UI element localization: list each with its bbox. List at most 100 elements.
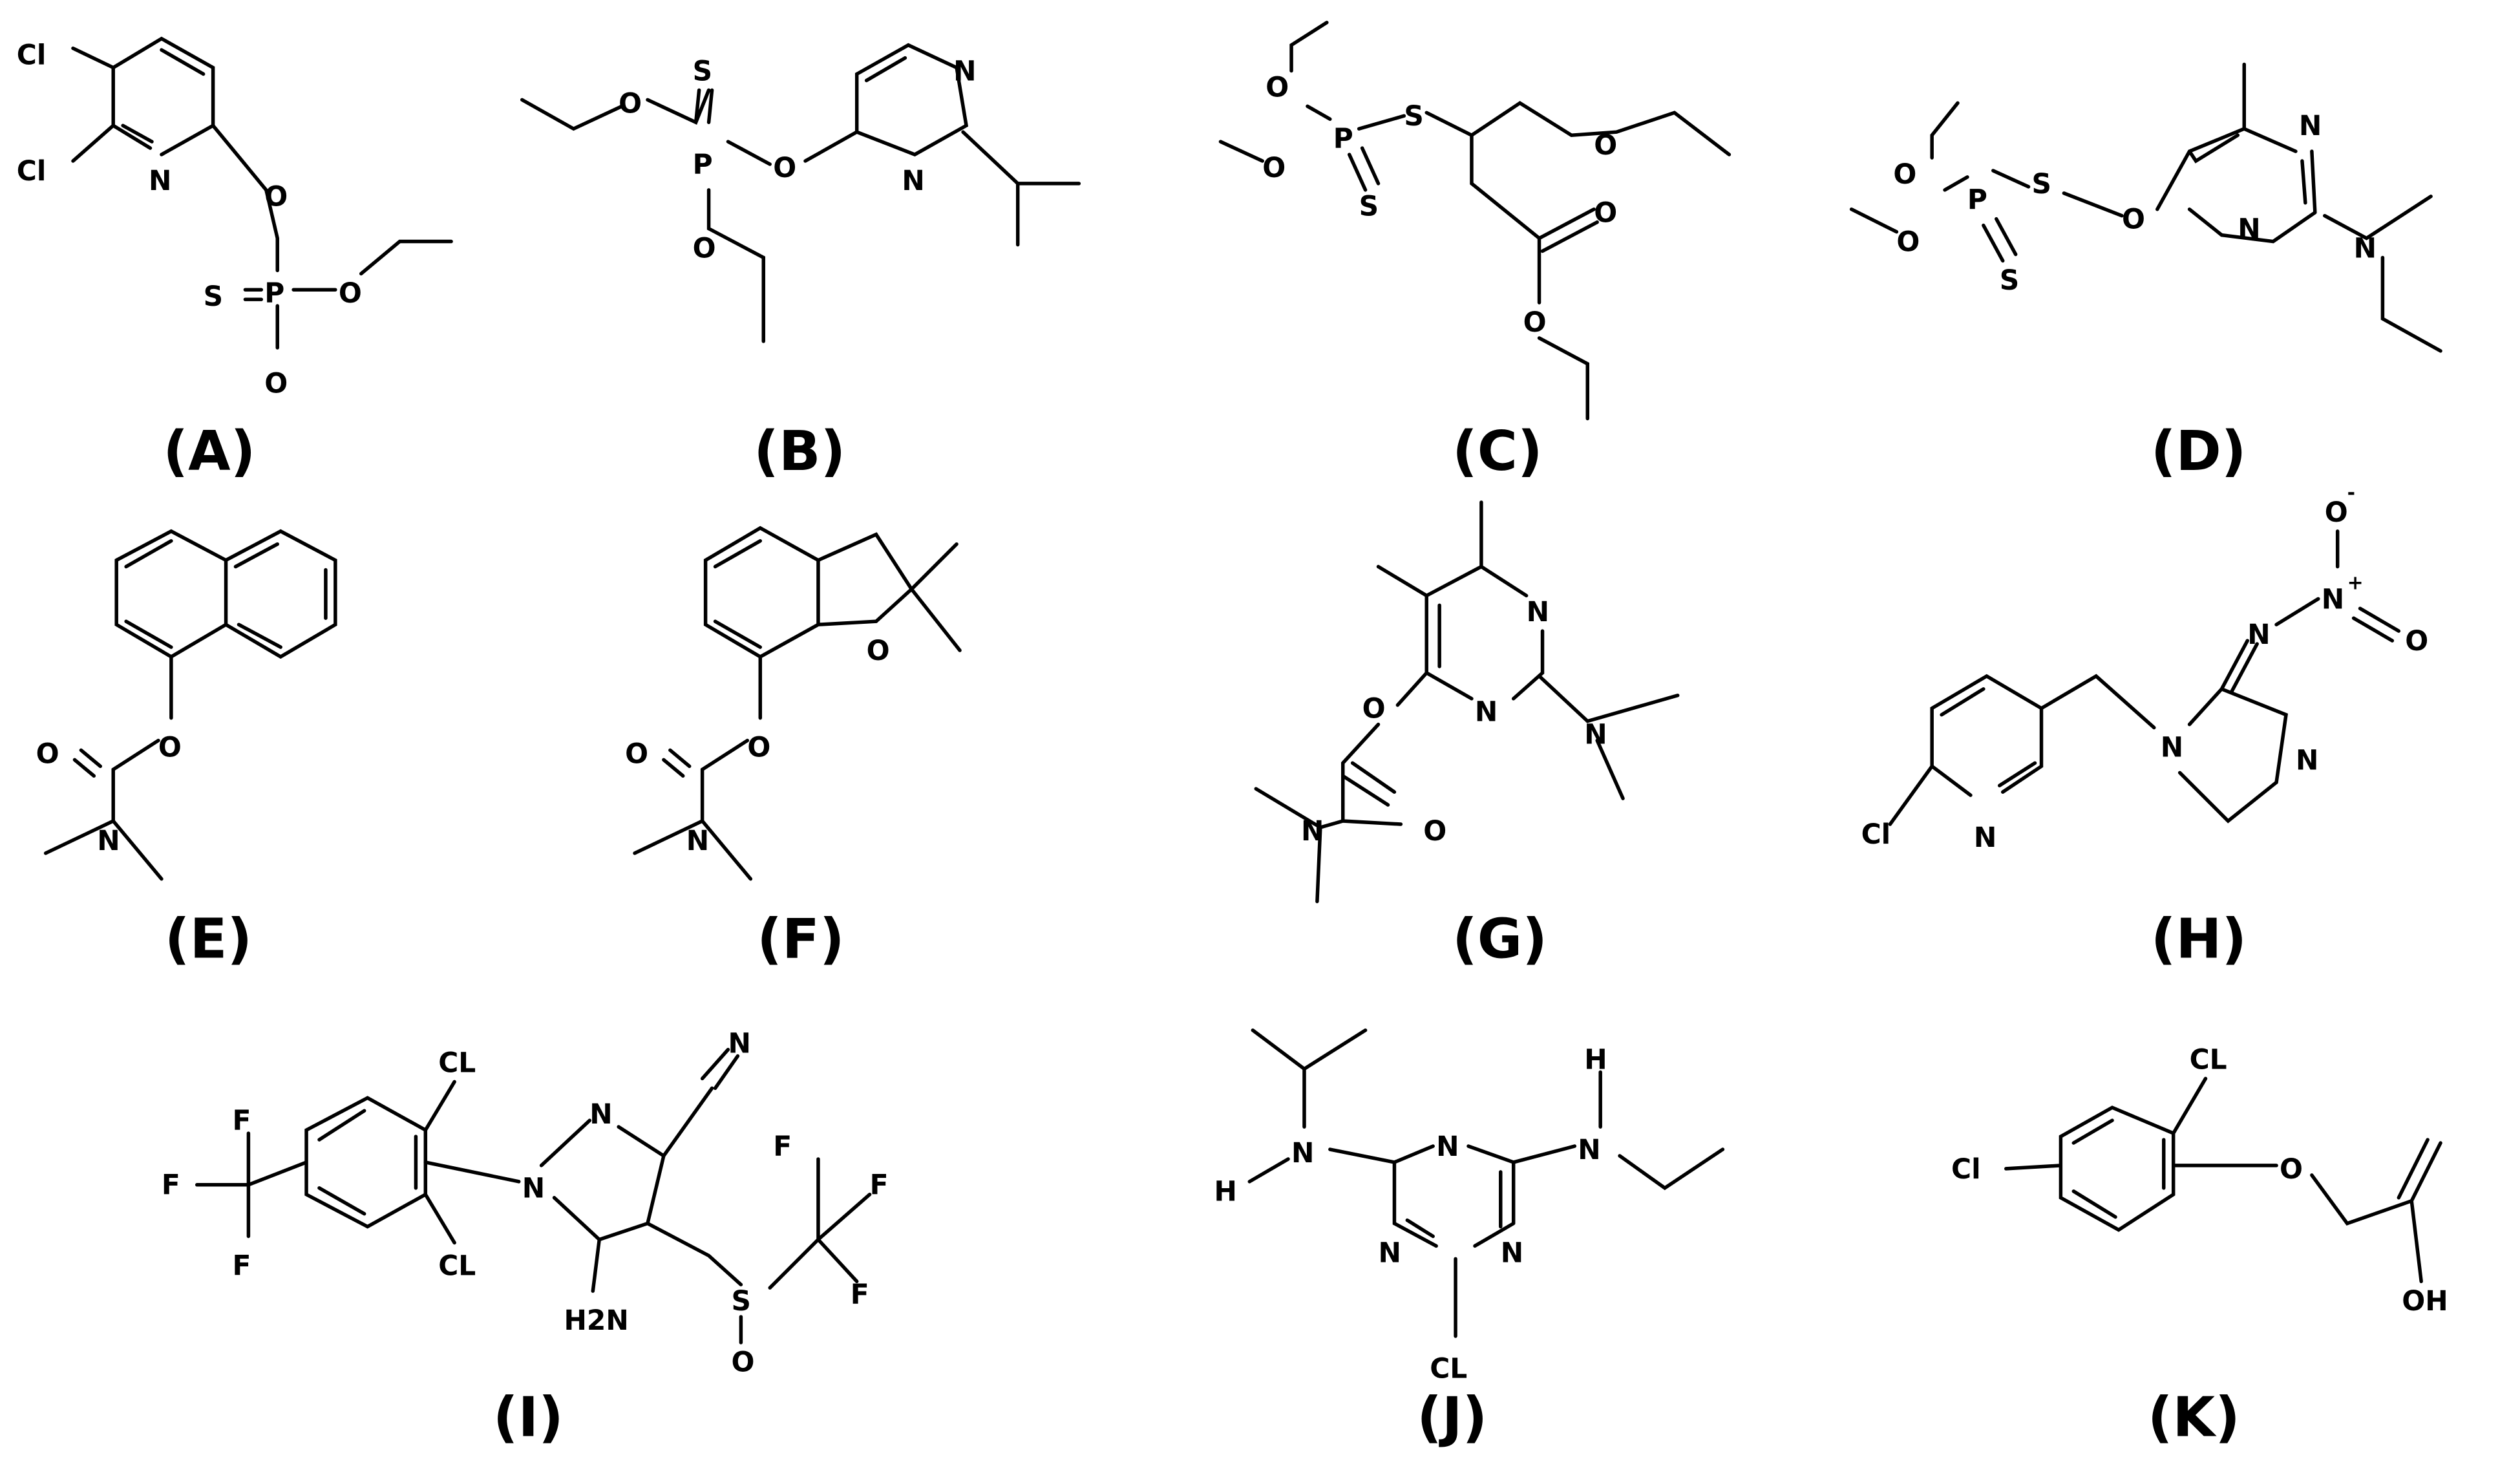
atom-n: N	[2238, 213, 2260, 245]
panel-label-k: (K)	[2148, 1385, 2240, 1449]
structure-a: Cl Cl N O P S O O (A)	[17, 36, 453, 483]
atom-oh: OH	[2402, 1285, 2448, 1317]
atom-n: N	[1301, 815, 1324, 847]
atom-f: F	[232, 1105, 251, 1136]
structure-g: N N N O N O (G)	[1254, 500, 1680, 971]
atom-p: P	[693, 149, 713, 180]
atom-f: F	[232, 1250, 251, 1281]
atom-o: O	[1594, 197, 1617, 229]
atom-s: S	[1404, 100, 1424, 132]
atom-n: N	[589, 1098, 612, 1130]
charge-plus: +	[2347, 571, 2364, 594]
atom-p: P	[264, 277, 284, 309]
atom-n: N	[2322, 583, 2344, 615]
panel-label-f: (F)	[757, 907, 844, 971]
structure-f: O O O N (F)	[625, 526, 962, 971]
atom-p: P	[1333, 123, 1353, 154]
atom-f: F	[773, 1131, 792, 1162]
atom-o: O	[1896, 226, 1920, 257]
atom-f: F	[851, 1279, 869, 1310]
atom-n: N	[97, 825, 120, 857]
atom-o: O	[1523, 306, 1547, 338]
atom-n: N	[522, 1173, 545, 1204]
atom-s: S	[2032, 168, 2052, 200]
atom-cl: Cl	[1861, 818, 1891, 850]
atom-n: N	[728, 1028, 750, 1060]
atom-s: S	[731, 1285, 751, 1317]
atom-s: S	[1359, 191, 1379, 222]
atom-o: O	[339, 277, 362, 309]
structure-h: Cl N N N N N + O - O (H)	[1861, 482, 2429, 971]
panel-label-c: (C)	[1452, 419, 1543, 483]
panel-label-a: (A)	[163, 419, 255, 483]
atom-o: O	[747, 731, 770, 763]
atom-n: N	[1291, 1137, 1314, 1169]
atom-f: F	[870, 1169, 889, 1201]
atom-n: N	[1475, 696, 1498, 728]
atom-s: S	[2000, 264, 2020, 296]
atom-o: O	[2280, 1153, 2303, 1185]
panel-label-i: (I)	[493, 1385, 564, 1449]
structure-d: O O P S S O N N N (D)	[1849, 62, 2442, 483]
atom-n: N	[2296, 744, 2318, 776]
panel-label-h: (H)	[2151, 907, 2247, 971]
atom-n: N	[953, 56, 976, 87]
atom-n: N	[2299, 110, 2322, 142]
structure-k: Cl CL O OH (K)	[1951, 1044, 2448, 1449]
panel-label-d: (D)	[2151, 419, 2247, 483]
structure-c: O O P S S O O O (C)	[1218, 21, 1731, 483]
structure-b: O S P O O N N (B)	[520, 43, 1081, 483]
structure-j: N H N N N N H CL (J)	[1214, 1028, 1725, 1449]
atom-n: N	[1974, 822, 1996, 853]
atom-s: S	[204, 281, 224, 312]
atom-s: S	[693, 56, 713, 87]
atom-n: N	[1379, 1237, 1401, 1268]
atom-n: N	[2354, 232, 2377, 264]
atom-o: O	[1594, 129, 1617, 161]
atom-n: N	[1436, 1131, 1459, 1162]
atom-cl: CL	[438, 1250, 476, 1281]
atom-n: N	[2247, 619, 2270, 650]
atom-o: O	[1262, 152, 1286, 184]
structure-i: F F F CL CL N N N H2N S O F F F (I)	[162, 1028, 889, 1449]
atom-cl: CL	[438, 1047, 476, 1078]
atom-n: N	[2161, 731, 2183, 763]
atom-o: O	[1423, 815, 1446, 847]
atom-o: O	[773, 152, 796, 184]
charge-minus: -	[2347, 482, 2355, 504]
atom-p: P	[1967, 184, 1987, 216]
atom-h2n: H2N	[564, 1305, 628, 1336]
atom-f: F	[162, 1169, 180, 1201]
atom-o: O	[625, 738, 648, 769]
atom-h: H	[1214, 1176, 1237, 1208]
atom-cl: Cl	[17, 155, 47, 187]
atom-o: O	[693, 232, 716, 264]
atom-o: O	[158, 731, 182, 763]
atom-o: O	[1362, 693, 1386, 725]
panel-label-b: (B)	[754, 419, 845, 483]
atom-n: N	[1578, 1134, 1600, 1166]
atom-o: O	[2405, 625, 2428, 657]
atom-o: O	[867, 635, 890, 666]
atom-o: O	[264, 181, 288, 213]
atom-n: N	[1501, 1237, 1523, 1268]
atom-o: O	[2325, 496, 2348, 528]
atom-o: O	[1265, 71, 1289, 103]
atom-n: N	[902, 165, 924, 197]
atom-o: O	[731, 1347, 754, 1378]
atom-o: O	[36, 738, 59, 769]
atom-n: N	[1584, 718, 1607, 750]
atom-n: N	[149, 165, 171, 197]
atom-cl: Cl	[17, 39, 47, 71]
atom-o: O	[2122, 204, 2145, 235]
atom-cl: CL	[1430, 1353, 1467, 1385]
atom-o: O	[264, 368, 288, 400]
atom-h: H	[1584, 1044, 1607, 1076]
atom-cl: CL	[2190, 1044, 2227, 1076]
atom-o: O	[619, 87, 642, 119]
atom-n: N	[686, 825, 709, 857]
panel-label-j: (J)	[1417, 1385, 1487, 1449]
atom-o: O	[1893, 158, 1916, 190]
atom-cl: Cl	[1951, 1153, 1981, 1185]
